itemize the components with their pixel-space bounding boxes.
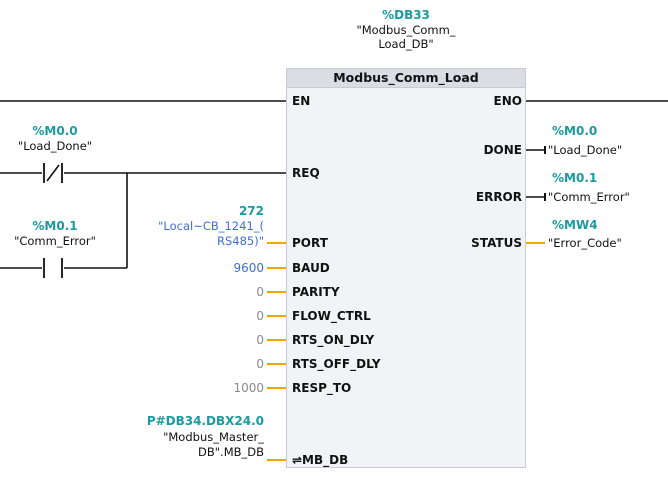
pin-parity[interactable]: PARITY [292, 285, 340, 299]
mb-db-param-address: P#DB34.DBX24.0 [146, 414, 264, 428]
contact-comm-error-symbol: "Comm_Error" [14, 234, 96, 248]
done-output-wire [526, 146, 546, 154]
port-param-line2: RS485)" [216, 234, 264, 248]
pin-done[interactable]: DONE [483, 143, 522, 157]
flow-ctrl-value[interactable]: 0 [256, 309, 264, 323]
port-param-value: 272 [238, 204, 264, 218]
port-param-line1: "Local~CB_1241_( [158, 219, 264, 233]
pin-rts-off-dly[interactable]: RTS_OFF_DLY [292, 357, 381, 371]
instance-db-address: %DB33 [382, 8, 430, 22]
error-out-symbol: "Comm_Error" [548, 190, 630, 204]
done-out-symbol: "Load_Done" [548, 143, 623, 157]
pin-error[interactable]: ERROR [475, 190, 522, 204]
baud-value[interactable]: 9600 [233, 261, 264, 275]
pin-port[interactable]: PORT [292, 236, 328, 250]
done-out-address: %M0.0 [552, 124, 598, 138]
contact-comm-error-address: %M0.1 [32, 219, 78, 233]
status-out-address: %MW4 [552, 218, 598, 232]
rts-on-dly-value[interactable]: 0 [256, 333, 264, 347]
mb-db-param-line2: DB".MB_DB [198, 445, 264, 459]
contact-load-done-address: %M0.0 [32, 124, 78, 138]
pin-req[interactable]: REQ [292, 166, 320, 180]
pin-status[interactable]: STATUS [471, 236, 522, 250]
instance-db-name-line1: "Modbus_Comm_ [356, 23, 456, 37]
function-block-body[interactable] [286, 68, 526, 468]
instance-db-name-line2: Load_DB" [378, 37, 434, 51]
resp-to-value[interactable]: 1000 [233, 381, 264, 395]
function-block-title[interactable]: Modbus_Comm_Load [286, 68, 526, 88]
rts-off-dly-value[interactable]: 0 [256, 357, 264, 371]
contact-comm-error-no[interactable] [0, 258, 127, 278]
pin-eno[interactable]: ENO [493, 94, 522, 108]
pin-en[interactable]: EN [292, 94, 311, 108]
mb-db-param-line1: "Modbus_Master_ [163, 430, 264, 444]
parity-value[interactable]: 0 [256, 285, 264, 299]
error-out-address: %M0.1 [552, 171, 598, 185]
pin-baud[interactable]: BAUD [292, 261, 330, 275]
status-out-symbol: "Error_Code" [548, 236, 622, 250]
pin-rts-on-dly[interactable]: RTS_ON_DLY [292, 333, 375, 347]
pin-mb-db[interactable]: ⇌MB_DB [292, 453, 349, 467]
pin-flow-ctrl[interactable]: FLOW_CTRL [292, 309, 371, 323]
contact-load-done-symbol: "Load_Done" [17, 139, 93, 153]
pin-resp-to[interactable]: RESP_TO [292, 381, 352, 395]
error-output-wire [526, 193, 546, 201]
contact-load-done-nc[interactable] [0, 163, 286, 183]
